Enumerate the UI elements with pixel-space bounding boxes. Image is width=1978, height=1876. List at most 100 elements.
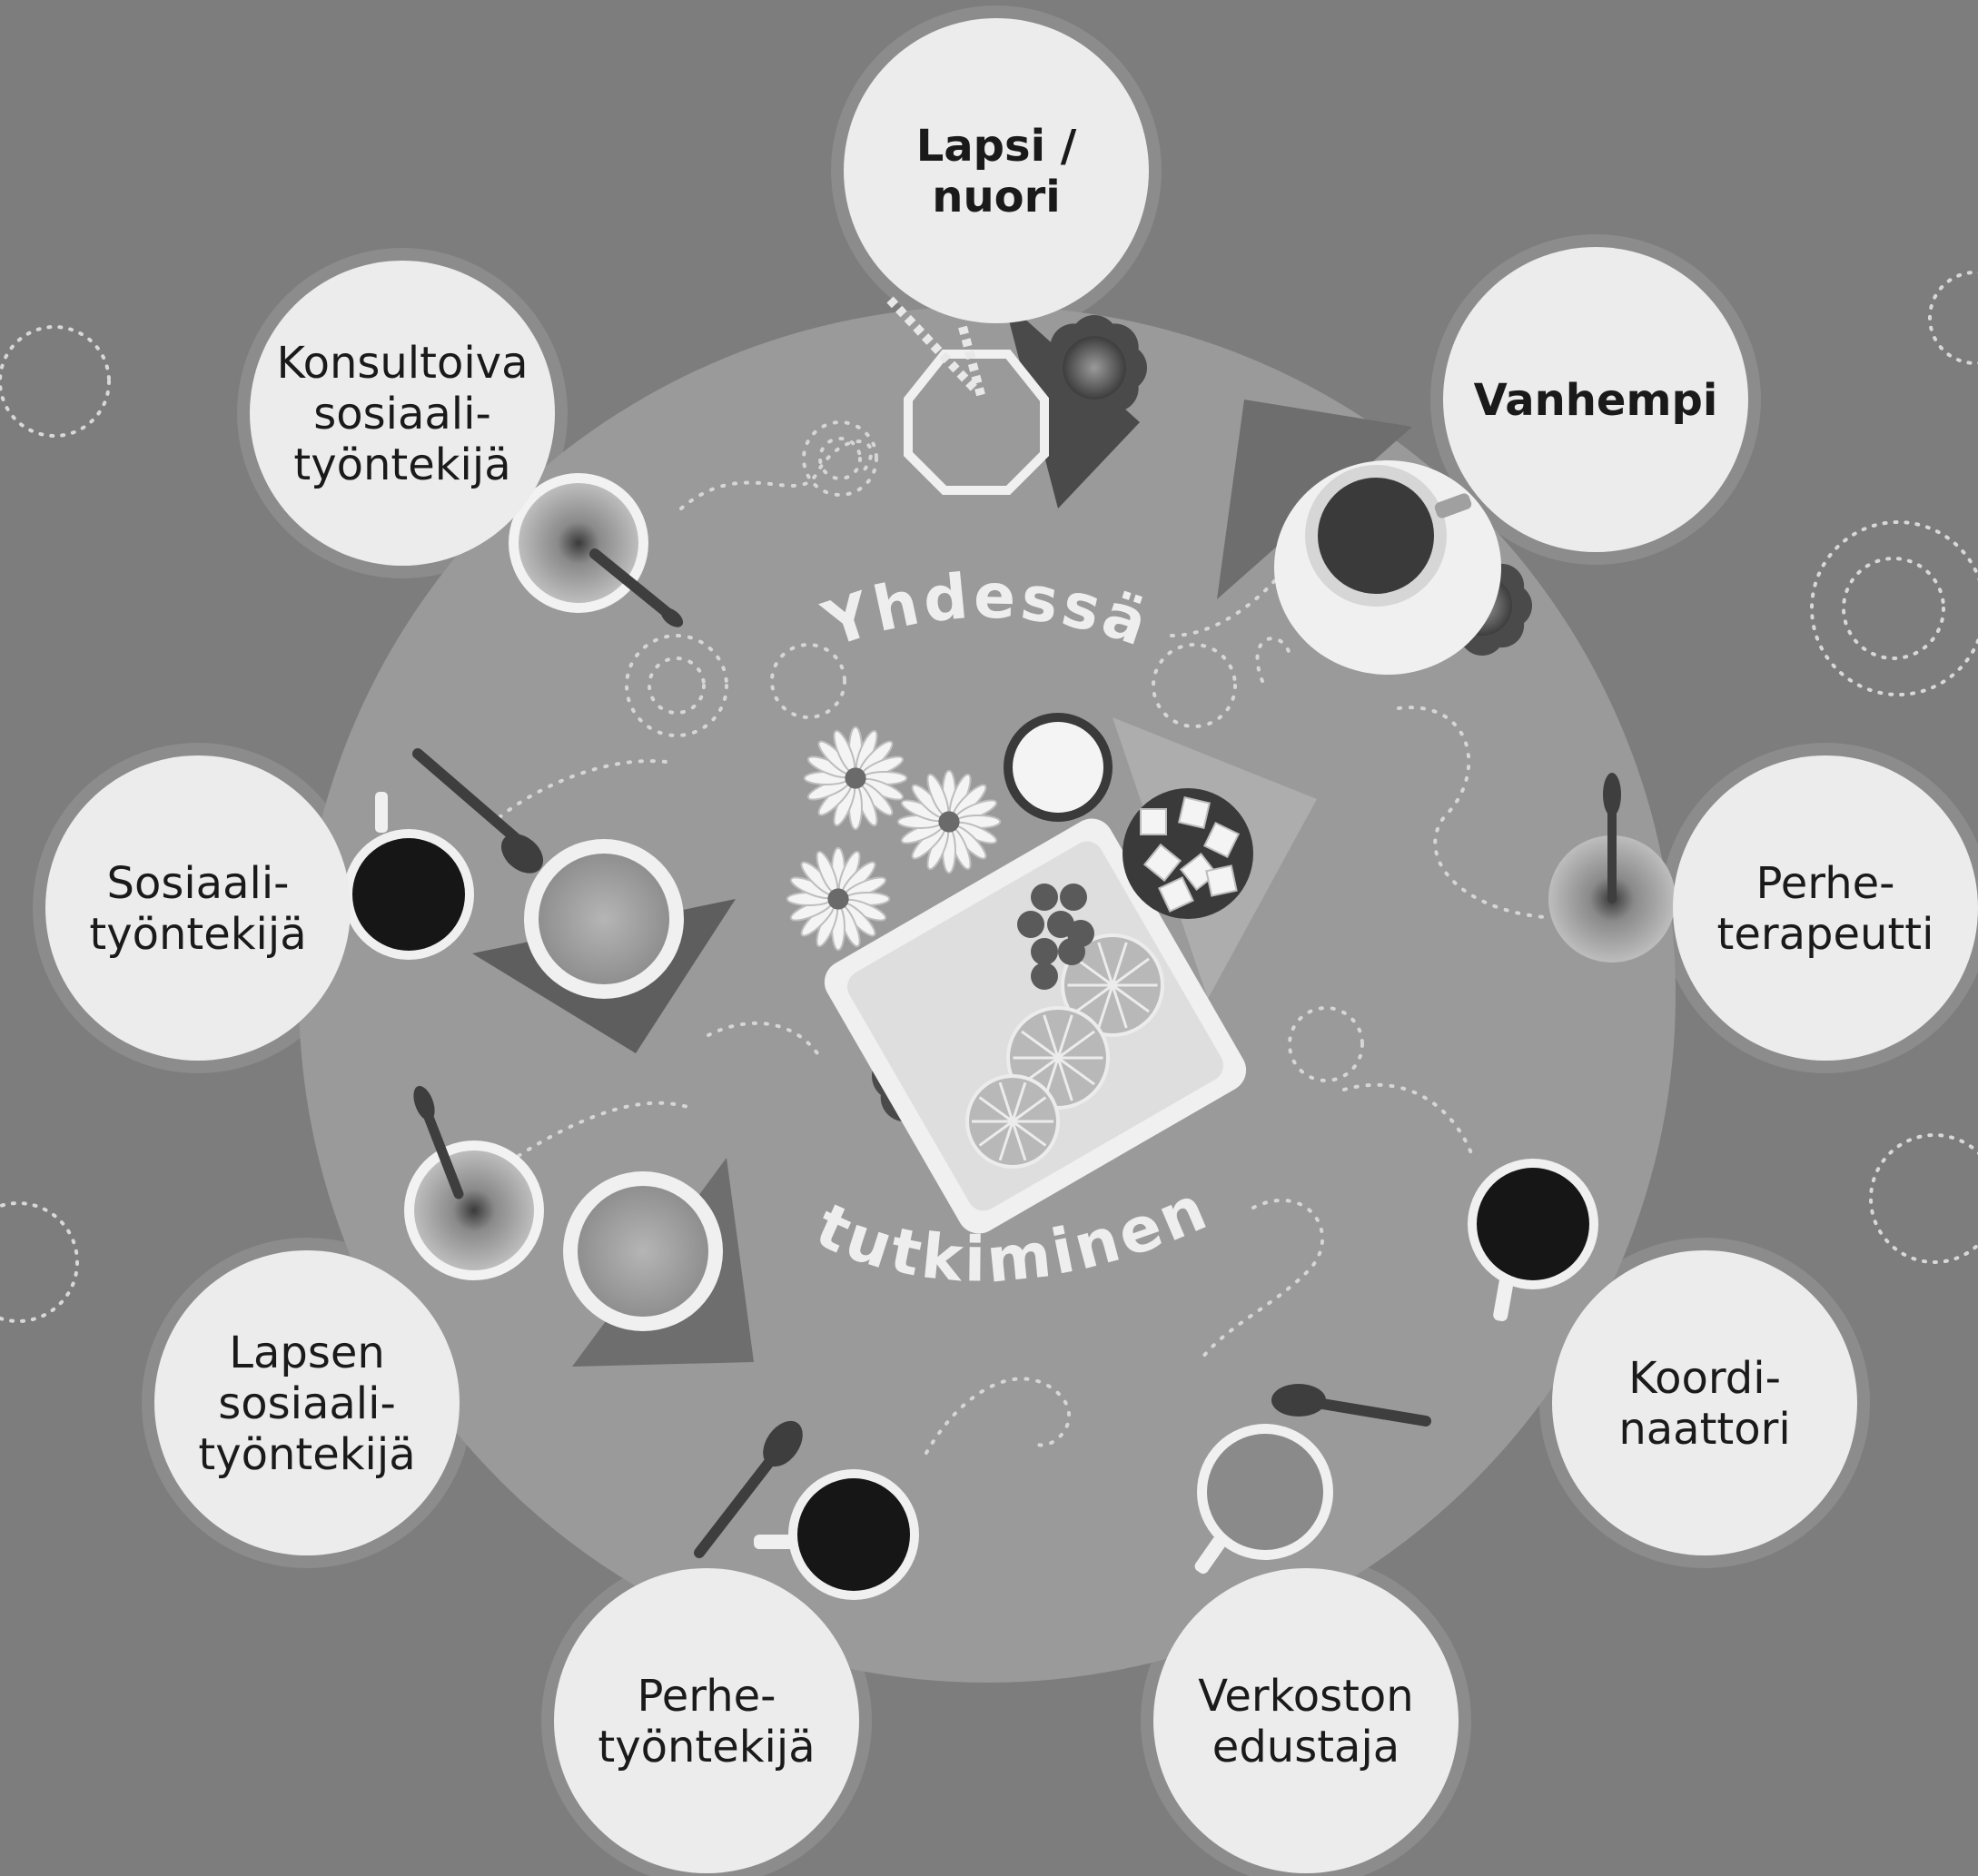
swirl-right-bottom [1869, 1133, 1978, 1264]
seat-label-line: Perhe- [638, 1671, 776, 1722]
sugar-cube [1142, 843, 1182, 883]
swirl-right-top [1928, 271, 1978, 365]
spoon-icon [500, 834, 544, 874]
sugar-cube [1178, 796, 1211, 829]
citrus-segment [1012, 1096, 1047, 1123]
swirl-circle-1 [802, 420, 878, 497]
citrus-segment [1057, 1030, 1095, 1060]
grape [1031, 963, 1058, 990]
seat-circle [250, 261, 555, 566]
citrus-segment [1112, 983, 1150, 1013]
citrus-segment [978, 1120, 1014, 1147]
glass-with-straw [886, 296, 1049, 495]
flower-icon [803, 726, 908, 831]
citrus-icon [1061, 933, 1164, 1037]
citrus-segment [1111, 984, 1128, 1029]
table-swirls [498, 420, 1546, 1455]
seat-label-line: sosiaali- [313, 389, 491, 439]
cup-handle-icon [1434, 493, 1472, 518]
citrus-segment [1056, 1057, 1073, 1101]
glass-icon [904, 350, 1049, 495]
grapes [1017, 884, 1094, 990]
spoon-icon [421, 1107, 464, 1200]
tea-icon [539, 854, 669, 984]
citrus-segment [998, 1081, 1014, 1122]
cup-konsultoiva [509, 473, 684, 627]
seat-label-line: Lapsen [229, 1328, 385, 1378]
swirl-circle-4 [1152, 643, 1237, 728]
sugar-cubes [1140, 796, 1241, 913]
grape [1067, 920, 1094, 947]
citrus-segment [1111, 942, 1128, 986]
cups-sosiaalityontekija [343, 748, 684, 999]
citrus-segment [1112, 957, 1150, 987]
seat-label-line: Verkoston [1198, 1671, 1413, 1722]
coffee-icon [352, 838, 465, 951]
seat-lapsi-nuori: Lapsi /nuori [844, 18, 1149, 323]
seat-circle [1153, 1568, 1459, 1873]
swirl-left-bottom [0, 1201, 79, 1323]
citrus-segment [1011, 1121, 1027, 1161]
seat-circle [844, 18, 1149, 323]
swirl-path-8 [1197, 1199, 1325, 1364]
seat-circle [1673, 755, 1978, 1061]
sugar-cube [1205, 864, 1238, 897]
seat-label-line: Lapsi / [916, 121, 1077, 172]
swirl-path-4 [1397, 706, 1546, 919]
citrus-segment [1056, 1014, 1073, 1059]
spoon-icon [1603, 773, 1621, 816]
flower-icon [786, 846, 891, 952]
grape [1017, 911, 1044, 938]
glass-icon [519, 483, 638, 603]
seat-perheterapeutti: Perhe-terapeutti [1673, 755, 1978, 1061]
swirl-path-3 [498, 759, 674, 819]
seat-circle [1552, 1250, 1857, 1555]
seat-label-line: edustaja [1212, 1722, 1399, 1772]
spoon-icon [589, 548, 673, 618]
flower-center [827, 888, 849, 910]
seat-koordinaattori: Koordi-naattori [1552, 1250, 1857, 1555]
seat-label-line: työntekijä [293, 439, 510, 490]
coffee-icon [797, 1478, 910, 1591]
seat-circle [554, 1568, 859, 1873]
seat-label-line: sosiaali- [218, 1378, 396, 1429]
citrus-segment [1097, 984, 1114, 1029]
coffee-icon [1477, 1168, 1589, 1280]
seat-circle [154, 1250, 460, 1555]
grape [1031, 938, 1058, 965]
swirl-path-7 [1342, 1082, 1473, 1155]
flower-icon [896, 769, 1002, 874]
flower-icon [1042, 315, 1147, 420]
seat-label-line: Konsultoiva [277, 338, 529, 389]
daisy-flowers [786, 726, 1002, 952]
seat-label-line: Koordi- [1628, 1353, 1781, 1404]
swirl-circle-2b [648, 657, 706, 715]
citrus-segment [1075, 957, 1113, 987]
swirl-right-inner [1842, 557, 1945, 660]
seat-label-line: työntekijä [198, 1429, 415, 1480]
swirl-path-10 [1255, 637, 1291, 683]
spoon-icon [694, 1447, 782, 1558]
glass-icon [414, 1150, 534, 1270]
swirl-left-top [0, 325, 111, 438]
swirl-circle-2 [625, 634, 728, 737]
citrus-segment [978, 1096, 1014, 1123]
spoon-icon [763, 1420, 803, 1467]
seat-circle [45, 755, 351, 1061]
seat-label-line: Sosiaali- [107, 858, 290, 909]
seat-sosiaalityontekija: Sosiaali-työntekijä [45, 755, 351, 1061]
citrus-segment [1012, 1120, 1047, 1147]
seat-label-line: nuori [932, 172, 1060, 222]
seat-label-line: työntekijä [598, 1722, 815, 1772]
seat-perhetyontekija: Perhe-työntekijä [554, 1568, 859, 1873]
flower-center [938, 811, 960, 833]
cups-lapsen-sosiaalityontekija [404, 1085, 723, 1331]
seat-label-line: terapeutti [1717, 909, 1934, 960]
background-swirls [0, 271, 1978, 1323]
swirl-path-6 [707, 1021, 819, 1055]
seat-label-line: naattori [1618, 1404, 1790, 1455]
cup-handle-icon [375, 792, 388, 833]
citrus-segment [1075, 983, 1113, 1013]
seat-label-line: työntekijä [89, 909, 306, 960]
